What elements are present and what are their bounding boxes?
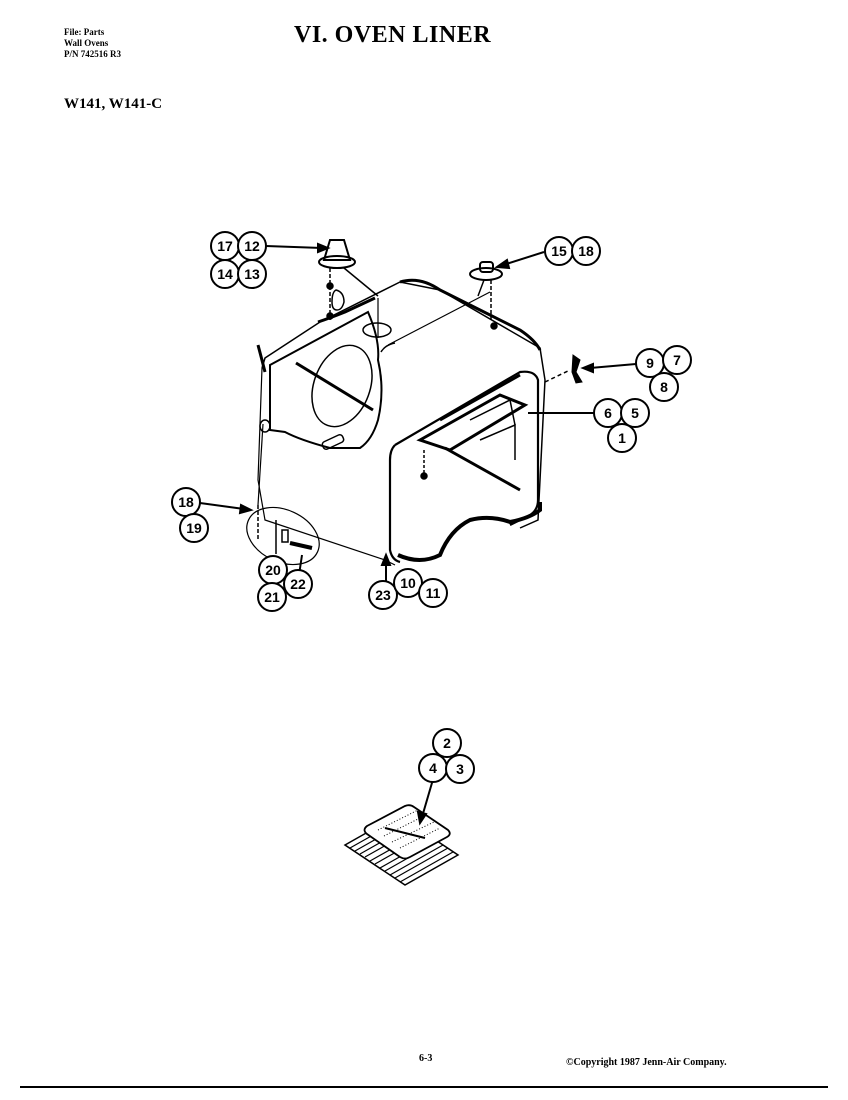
callout-6[interactable]: 6 (593, 398, 623, 428)
callout-23[interactable]: 23 (368, 580, 398, 610)
oven-liner-drawing (246, 239, 583, 886)
callout-7[interactable]: 7 (662, 345, 692, 375)
svg-text:1: 1 (618, 430, 626, 446)
svg-text:20: 20 (265, 562, 281, 578)
meta-file: File: Parts (64, 27, 105, 37)
svg-text:18: 18 (178, 494, 194, 510)
svg-text:3: 3 (456, 761, 464, 777)
copyright-notice: ©Copyright 1987 Jenn-Air Company. (566, 1057, 727, 1068)
callout-10[interactable]: 10 (393, 568, 423, 598)
callout-group-lamp-assembly: 17 12 14 13 (210, 231, 267, 289)
svg-text:4: 4 (429, 760, 437, 776)
callout-22[interactable]: 22 (283, 569, 313, 599)
callout-9[interactable]: 9 (635, 348, 665, 378)
page-number: 6-3 (419, 1053, 433, 1064)
callout-20[interactable]: 20 (258, 555, 288, 585)
callout-14[interactable]: 14 (210, 259, 240, 289)
svg-text:5: 5 (631, 405, 639, 421)
svg-text:2: 2 (443, 735, 451, 751)
callout-8[interactable]: 8 (649, 372, 679, 402)
callout-18b[interactable]: 18 (171, 487, 201, 517)
document-meta: File: Parts Wall Ovens P/N 742516 R3 (64, 27, 121, 60)
svg-text:11: 11 (426, 585, 441, 601)
svg-text:23: 23 (375, 587, 391, 603)
svg-text:12: 12 (244, 238, 260, 254)
model-numbers: W141, W141-C (64, 96, 163, 112)
callout-13[interactable]: 13 (237, 259, 267, 289)
callout-2[interactable]: 2 (432, 728, 462, 758)
svg-text:10: 10 (400, 575, 416, 591)
callout-1[interactable]: 1 (607, 423, 637, 453)
callout-19[interactable]: 19 (179, 513, 209, 543)
callout-group-side-bracket: 18 19 (171, 487, 209, 543)
svg-text:19: 19 (186, 520, 202, 536)
svg-text:9: 9 (646, 355, 654, 371)
svg-text:7: 7 (673, 352, 681, 368)
svg-text:8: 8 (660, 379, 668, 395)
leader-lines (199, 242, 637, 826)
callout-group-hinge-hardware: 20 22 21 (257, 555, 313, 612)
page-title: VI. OVEN LINER (294, 22, 492, 48)
callout-18[interactable]: 18 (571, 236, 601, 266)
svg-text:15: 15 (551, 243, 567, 259)
callout-21[interactable]: 21 (257, 582, 287, 612)
svg-text:6: 6 (604, 405, 612, 421)
svg-text:21: 21 (264, 589, 280, 605)
meta-category: Wall Ovens (64, 38, 109, 48)
callout-group-broiler-pan: 2 4 3 (418, 728, 475, 784)
footer-rule (20, 1086, 828, 1088)
callout-group-liner-frame: 23 10 11 (368, 568, 448, 610)
callout-group-rear-light-socket: 15 18 (544, 236, 601, 266)
callout-4[interactable]: 4 (418, 753, 448, 783)
callout-group-bake-element: 6 5 1 (593, 398, 650, 453)
svg-text:22: 22 (290, 576, 306, 592)
callout-5[interactable]: 5 (620, 398, 650, 428)
meta-part-number: P/N 742516 R3 (64, 49, 121, 59)
callout-11[interactable]: 11 (418, 578, 448, 608)
svg-text:13: 13 (244, 266, 260, 282)
callout-17[interactable]: 17 (210, 231, 240, 261)
callout-12[interactable]: 12 (237, 231, 267, 261)
svg-text:18: 18 (578, 243, 594, 259)
svg-text:17: 17 (217, 238, 233, 254)
callout-15[interactable]: 15 (544, 236, 574, 266)
svg-text:14: 14 (217, 266, 233, 282)
callout-group-wire-harness: 9 7 8 (635, 345, 692, 402)
callout-3[interactable]: 3 (445, 754, 475, 784)
